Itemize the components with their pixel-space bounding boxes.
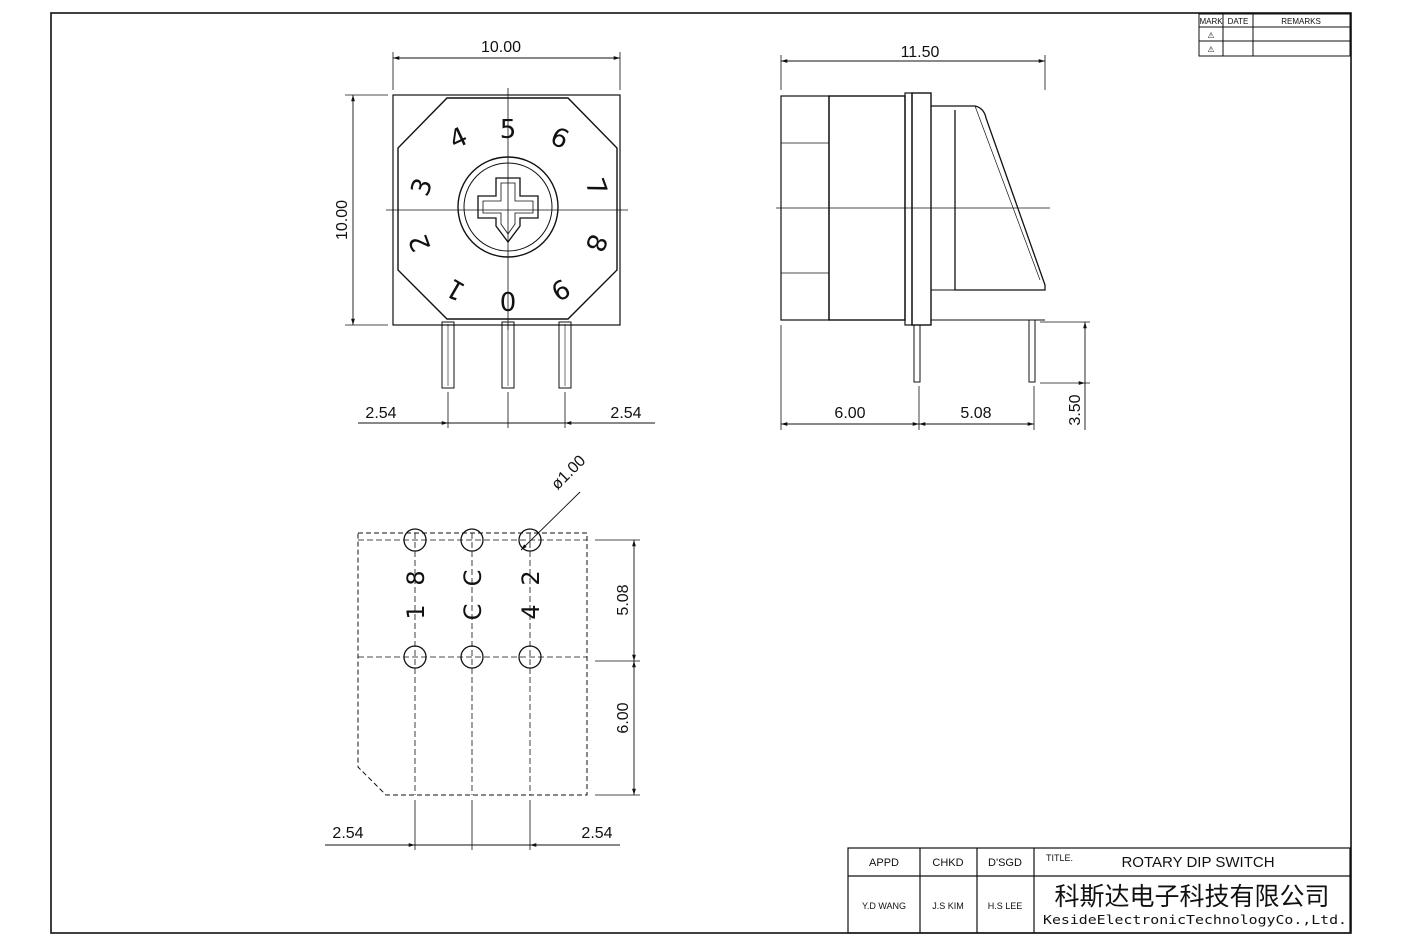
side-view <box>776 55 1090 430</box>
dial-num-5: 5 <box>500 115 517 145</box>
footprint-pitch-right: 2.54 <box>581 825 612 842</box>
footprint-edge-dim: 6.00 <box>615 702 632 733</box>
side-width-dim: 11.50 <box>901 44 940 61</box>
tb-appd-name: Y.D WANG <box>862 901 906 911</box>
tb-company-cn: 科斯达电子科技有限公司 <box>1054 882 1329 911</box>
tb-dsgd-label: D'SGD <box>988 857 1022 869</box>
dial-num-9: 9 <box>545 272 574 306</box>
footprint <box>325 491 640 850</box>
revision-table <box>1198 13 1351 57</box>
pin-label-c-upper: C <box>459 570 487 587</box>
front-width-dim: 10.00 <box>481 39 521 56</box>
rev-mark-2: ⚠ <box>1207 45 1214 54</box>
dial-num-1: 1 <box>441 272 470 306</box>
side-pin-length: 3.50 <box>1067 394 1084 425</box>
rev-mark-1: ⚠ <box>1207 31 1214 40</box>
tb-chkd-label: CHKD <box>932 857 963 869</box>
front-pitch-right: 2.54 <box>610 405 641 422</box>
pin-label-2: 2 <box>517 570 545 585</box>
dial-num-7: 7 <box>579 174 613 200</box>
dial-num-2: 2 <box>404 230 438 256</box>
rev-header-mark: MARK <box>1199 17 1223 26</box>
tb-title-label: TITLE. <box>1046 853 1073 863</box>
sheet-border <box>50 12 1352 934</box>
pin-label-8: 8 <box>402 570 430 585</box>
side-dim-b: 5.08 <box>960 405 991 422</box>
footprint-pitch-left: 2.54 <box>332 825 363 842</box>
front-height-dim: 10.00 <box>334 200 351 240</box>
front-view <box>345 52 655 428</box>
title-block <box>847 847 1351 934</box>
side-dim-a: 6.00 <box>834 405 865 422</box>
dial-num-8: 8 <box>579 230 613 256</box>
pin-label-4: 4 <box>517 604 545 619</box>
tb-appd-label: APPD <box>869 857 899 869</box>
dial-num-4: 4 <box>445 122 473 156</box>
dial-num-6: 6 <box>546 122 574 156</box>
tb-company-en: KesideElectronicTechnologyCo.,Ltd. <box>1043 913 1347 927</box>
tb-dsgd-name: H.S LEE <box>988 901 1023 911</box>
dial-num-0: 0 <box>500 285 517 315</box>
footprint-pin-labels: 1 8 C C 4 2 <box>402 570 545 621</box>
tb-chkd-name: J.S KIM <box>932 901 964 911</box>
footprint-hole-dia: ø1.00 <box>548 452 589 493</box>
footprint-row-pitch: 5.08 <box>615 584 632 615</box>
rev-header-date: DATE <box>1228 17 1249 26</box>
pin-label-1: 1 <box>402 604 430 619</box>
pin-label-c-lower: C <box>459 604 487 621</box>
rev-header-remarks: REMARKS <box>1281 17 1321 26</box>
tb-title: ROTARY DIP SWITCH <box>1121 854 1274 871</box>
dial-num-3: 3 <box>406 174 440 200</box>
front-pitch-left: 2.54 <box>365 405 396 422</box>
